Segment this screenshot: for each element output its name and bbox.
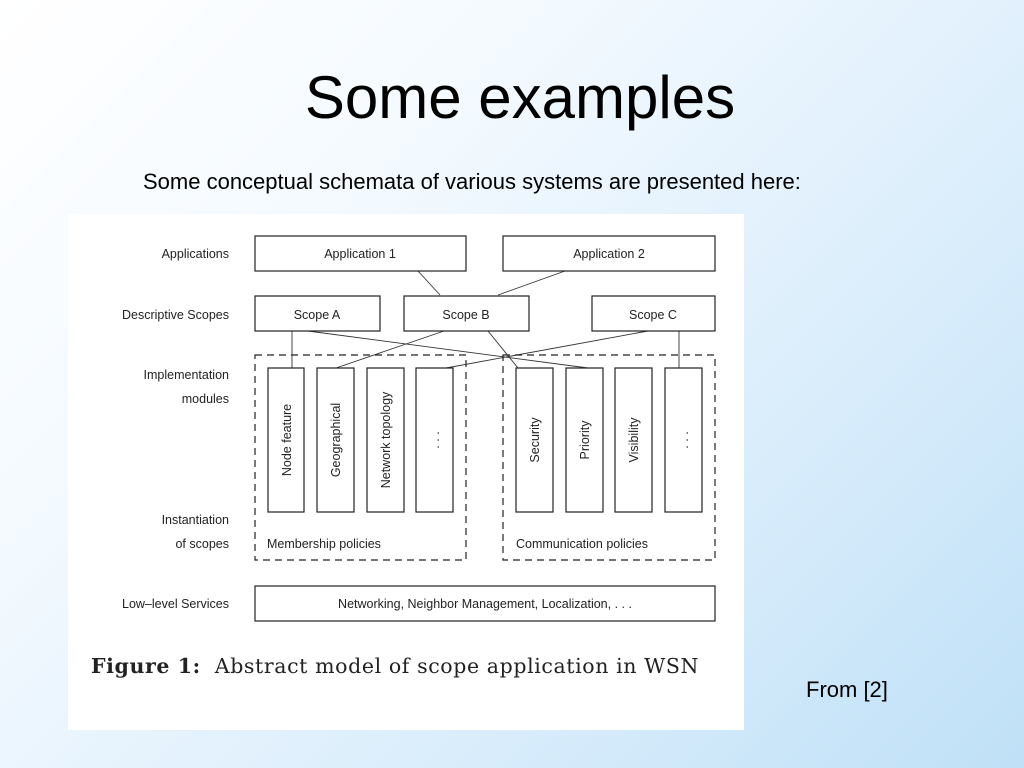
link-scope-b-geographical <box>335 330 445 369</box>
figure-panel: Applications Descriptive Scopes Implemen… <box>68 214 744 730</box>
layer-label-modules: modules <box>182 392 229 406</box>
application-2-label: Application 2 <box>573 247 645 261</box>
scope-c-box <box>591 295 716 332</box>
module-visibility-box <box>614 367 653 513</box>
low-level-services-label: Networking, Neighbor Management, Localiz… <box>338 597 632 611</box>
scope-b-box <box>403 295 530 332</box>
module-geographical-label: Geographical <box>329 403 343 477</box>
scope-b-label: Scope B <box>442 308 489 322</box>
layer-label-descriptive-scopes: Descriptive Scopes <box>122 308 229 322</box>
figure-caption-label: Figure 1: <box>91 654 201 678</box>
module-security-label: Security <box>528 417 542 463</box>
application-2-box <box>502 235 716 272</box>
scope-a-label: Scope A <box>294 308 341 322</box>
module-network-topology-label: Network topology <box>379 391 393 488</box>
module-network-topology-box <box>366 367 405 513</box>
layer-label-low-level: Low–level Services <box>122 597 229 611</box>
module-geographical-box <box>316 367 355 513</box>
module-visibility-label: Visibility <box>627 417 641 463</box>
slide-title: Some examples <box>304 64 736 131</box>
source-reference: From [2] <box>806 677 888 702</box>
layer-label-implementation: Implementation <box>144 368 230 382</box>
application-1-box <box>254 235 467 272</box>
membership-policies-group <box>254 354 467 561</box>
module-priority-box <box>565 367 604 513</box>
link-scope-c-ellipsis <box>445 330 649 369</box>
module-node-feature-label: Node feature <box>280 404 294 476</box>
scope-model-diagram: Applications Descriptive Scopes Implemen… <box>122 235 716 622</box>
communication-policies-group <box>502 354 716 561</box>
figure-caption: Figure 1: Abstract model of scope applica… <box>91 654 721 679</box>
scope-c-label: Scope C <box>629 308 677 322</box>
link-app2-scope-b <box>497 270 566 296</box>
module-membership-ellipsis-box <box>415 367 454 513</box>
link-app1-scope-b <box>417 270 441 296</box>
module-priority-label: Priority <box>578 420 592 460</box>
scope-a-box <box>254 295 381 332</box>
link-scope-b-security <box>487 330 519 369</box>
layer-label-instantiation: Instantiation <box>162 513 229 527</box>
layer-label-of-scopes: of scopes <box>175 537 229 551</box>
link-scope-a-priority <box>307 330 589 369</box>
slide-subtitle: Some conceptual schemata of various syst… <box>143 169 801 194</box>
membership-policies-label: Membership policies <box>267 537 381 551</box>
low-level-services-box <box>254 585 716 622</box>
module-communication-ellipsis-box <box>664 367 703 513</box>
figure-caption-text: Abstract model of scope application in W… <box>214 654 700 678</box>
module-node-feature-box <box>267 367 305 513</box>
module-security-box <box>515 367 554 513</box>
layer-label-applications: Applications <box>162 247 229 261</box>
module-membership-ellipsis-label: . . . <box>428 431 442 448</box>
communication-policies-label: Communication policies <box>516 537 648 551</box>
application-1-label: Application 1 <box>324 247 396 261</box>
module-communication-ellipsis-label: . . . <box>677 431 691 448</box>
